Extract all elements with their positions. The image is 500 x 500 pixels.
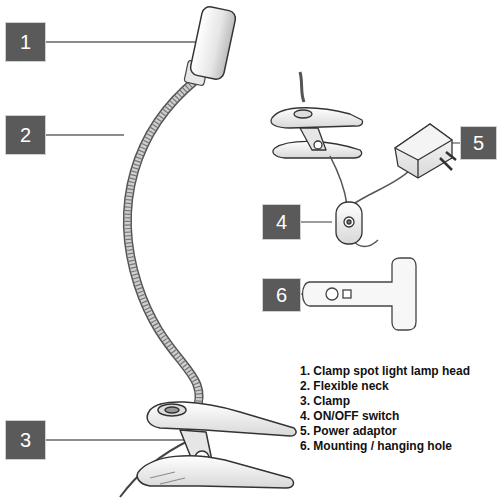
clamp [120,402,296,497]
part-list-item: 6. Mounting / hanging hole [300,439,452,454]
part-list-item: 5. Power adaptor [300,424,397,439]
callout-number: 6 [262,278,301,312]
callout-number: 5 [460,126,497,160]
callout-number: 3 [5,420,46,460]
part-list-item: 2. Flexible neck [300,379,389,394]
callout-number: 2 [5,115,46,155]
part-list-item: 4. ON/OFF switch [300,409,399,424]
callout-text: 5 [473,132,484,155]
callout-text: 4 [276,211,287,234]
mounting-bracket [303,258,417,330]
callout-text: 6 [276,284,287,307]
callout-number: 1 [5,22,46,62]
flexible-neck [127,80,199,412]
callout-text: 3 [20,429,31,452]
part-list-item: 1. Clamp spot light lamp head [300,364,470,379]
callout-text: 1 [20,31,31,54]
callout-number: 4 [262,204,301,240]
lamp-head [184,5,237,86]
callout-text: 2 [20,124,31,147]
leader-lines [46,42,460,440]
part-list-item: 3. Clamp [300,394,350,409]
